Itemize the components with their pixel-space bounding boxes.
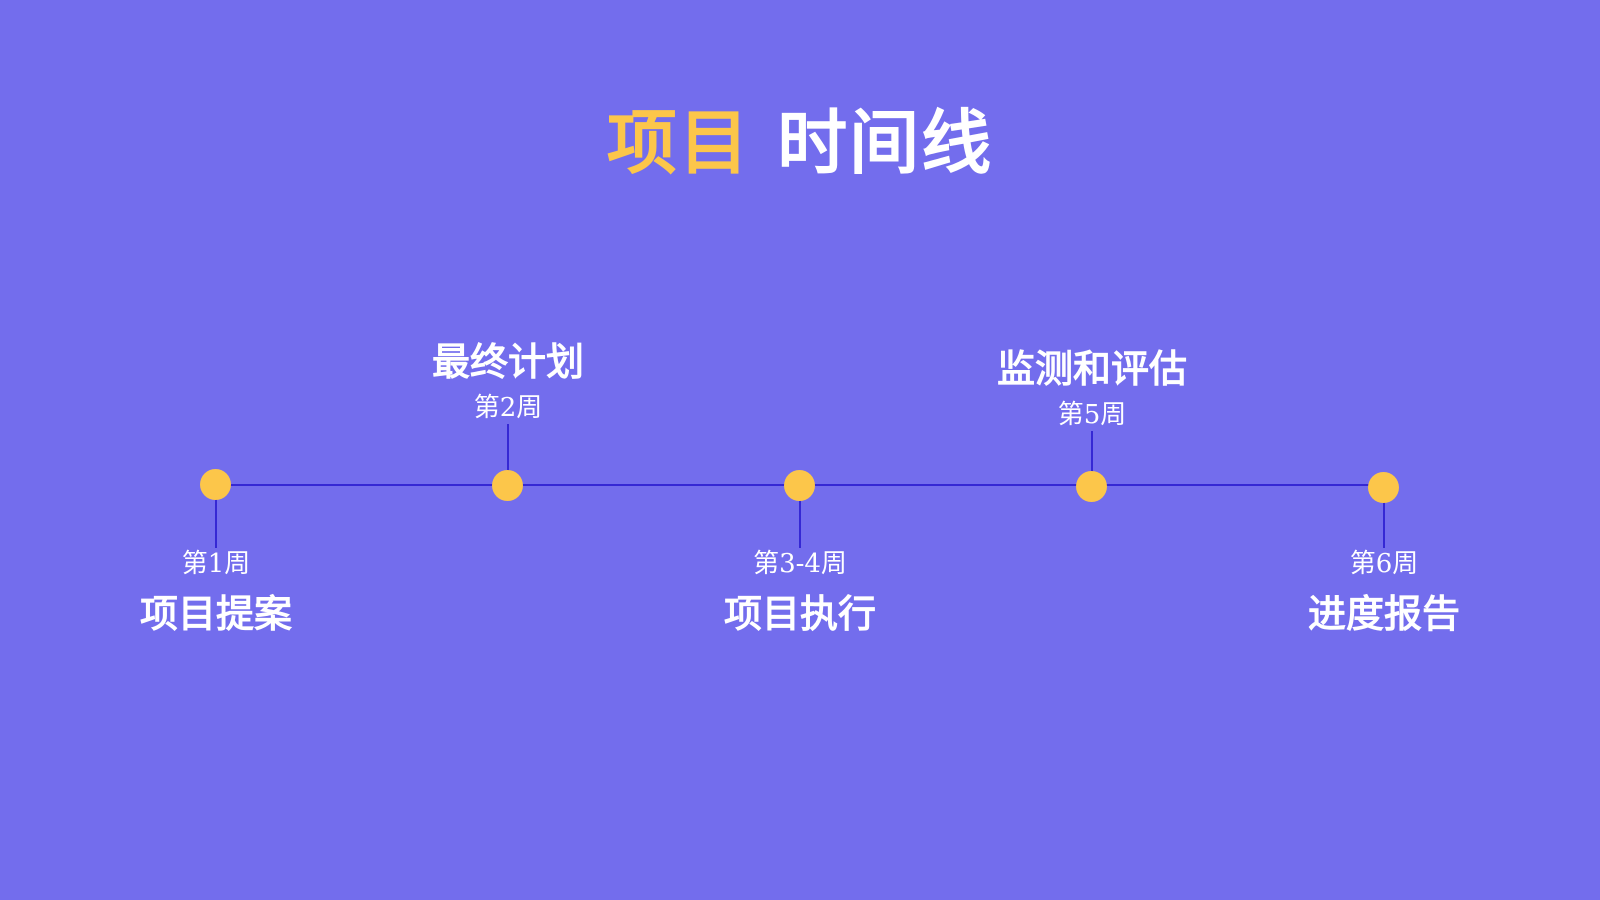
milestone-1-label: 项目提案 (139, 591, 292, 636)
milestone-5-connector (1383, 486, 1385, 548)
title-rest: 时间线 (777, 101, 994, 184)
milestone-2-dot (492, 470, 523, 501)
milestone-2-week: 第2周 (473, 393, 543, 423)
milestone-1-dot (200, 469, 231, 500)
milestone-5-label: 进度报告 (1307, 591, 1460, 636)
milestone-3-label: 项目执行 (723, 591, 876, 636)
milestone-2-connector (507, 424, 509, 486)
milestone-1-week: 第1周 (181, 549, 251, 579)
milestone-3-connector (799, 486, 801, 548)
milestone-5-week: 第6周 (1349, 549, 1419, 579)
page-title: 项目 时间线 (0, 98, 1600, 188)
milestone-3-dot (784, 470, 815, 501)
milestone-1-connector (215, 486, 217, 548)
milestone-3-week: 第3-4周 (753, 549, 847, 579)
milestone-4-dot (1076, 471, 1107, 502)
milestone-5-dot (1368, 472, 1399, 503)
milestone-4-label: 监测和评估 (996, 346, 1187, 391)
milestone-4-week: 第5周 (1057, 400, 1127, 430)
title-accent: 项目 (606, 101, 751, 184)
milestone-2-label: 最终计划 (431, 339, 584, 384)
milestone-4-connector (1091, 431, 1093, 486)
